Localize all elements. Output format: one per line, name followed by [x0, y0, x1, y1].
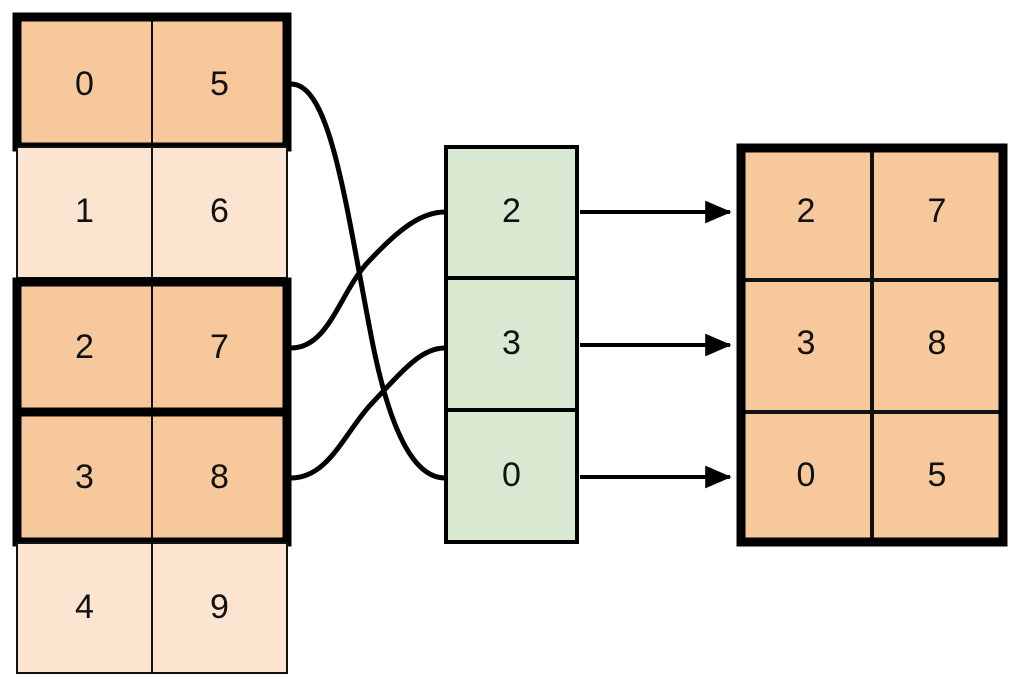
source-row-2[interactable]: 2 7 — [12, 277, 292, 417]
result-cell-2-0-label: 0 — [797, 456, 816, 494]
source-cell-1-1-label: 6 — [210, 192, 229, 230]
source-cell-2-1[interactable] — [152, 282, 287, 412]
source-array: 0 5 1 6 2 7 — [12, 12, 292, 674]
source-cell-1-0-label: 1 — [75, 192, 94, 230]
source-cell-3-1[interactable] — [152, 412, 287, 542]
source-cell-2-0-label: 2 — [75, 328, 94, 366]
source-cell-0-1-label: 5 — [210, 65, 229, 103]
source-cell-1-1[interactable] — [152, 147, 287, 278]
result-cell-1-0-label: 3 — [797, 324, 816, 362]
index-array: 2 3 0 — [444, 145, 579, 544]
source-cell-2-1-label: 7 — [210, 328, 229, 366]
index-slot-1-label: 3 — [502, 324, 521, 362]
connector-source-row-0-to-index-2 — [288, 81, 448, 481]
source-cell-4-0-label: 4 — [75, 588, 94, 626]
index-slot-2-label: 0 — [502, 456, 521, 494]
result-table-border — [736, 143, 1008, 547]
index-slot-2[interactable] — [444, 408, 579, 544]
index-slot-0-label: 2 — [502, 192, 521, 230]
source-cell-3-1-label: 8 — [210, 458, 229, 496]
arrow-group — [580, 200, 732, 489]
source-cell-0-1[interactable] — [152, 17, 287, 147]
result-cell-0-0-label: 2 — [797, 192, 816, 230]
source-row-4[interactable]: 4 9 — [16, 542, 288, 674]
result-array: 2 7 3 8 0 5 — [736, 143, 1008, 547]
connector-source-row-3-to-index-1 — [288, 345, 448, 481]
connector-group — [288, 81, 448, 481]
index-slot-1[interactable] — [444, 276, 579, 412]
source-row-0[interactable]: 0 5 — [12, 12, 292, 152]
result-cell-0-1-label: 7 — [928, 192, 947, 230]
source-cell-3-0-label: 3 — [75, 458, 94, 496]
source-cell-0-0-label: 0 — [75, 65, 94, 103]
source-cell-4-1[interactable] — [152, 543, 287, 673]
result-cell-1-1-label: 8 — [928, 324, 947, 362]
source-row-3[interactable]: 3 8 — [12, 407, 292, 547]
source-row-1[interactable]: 1 6 — [16, 146, 288, 279]
connector-source-row-2-to-index-0 — [288, 209, 448, 351]
result-cell-2-1-label: 5 — [928, 456, 947, 494]
source-cell-4-1-label: 9 — [210, 588, 229, 626]
